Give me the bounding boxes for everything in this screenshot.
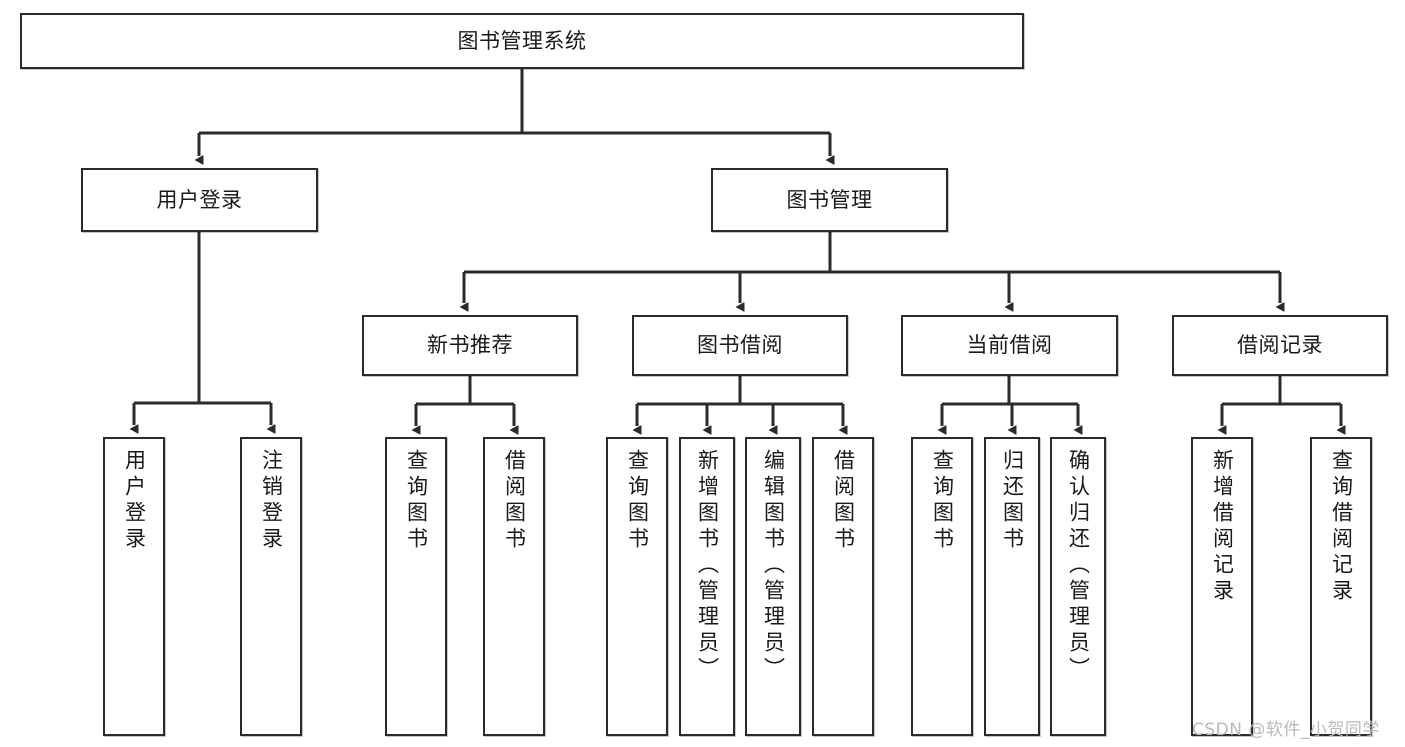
node-new-book-recommend[interactable]: 新书推荐 bbox=[362, 315, 578, 376]
node-new-book-recommend-label: 新书推荐 bbox=[427, 333, 513, 358]
node-leaf-return-book-label: 归还图书 bbox=[1000, 449, 1025, 553]
node-leaf-add-book[interactable]: 新增图书（管理员） bbox=[679, 437, 735, 736]
node-leaf-confirm-return[interactable]: 确认归还（管理员） bbox=[1050, 437, 1106, 736]
node-book-manage-label: 图书管理 bbox=[786, 187, 873, 212]
node-user-login-label: 用户登录 bbox=[156, 187, 243, 212]
node-book-borrow-label: 图书借阅 bbox=[697, 333, 783, 358]
node-current-borrow[interactable]: 当前借阅 bbox=[901, 315, 1118, 376]
node-leaf-borrow-book-2-label: 借阅图书 bbox=[831, 449, 856, 553]
node-borrow-record-label: 借阅记录 bbox=[1237, 333, 1323, 358]
node-leaf-user-login-label: 用户登录 bbox=[122, 449, 147, 553]
node-leaf-borrow-book-1[interactable]: 借阅图书 bbox=[483, 437, 545, 736]
node-leaf-logout-login-label: 注销登录 bbox=[259, 449, 284, 553]
node-leaf-logout-login[interactable]: 注销登录 bbox=[240, 437, 302, 736]
node-user-login[interactable]: 用户登录 bbox=[81, 168, 318, 232]
node-leaf-query-book-2-label: 查询图书 bbox=[625, 449, 650, 553]
node-leaf-query-book-3[interactable]: 查询图书 bbox=[911, 437, 973, 736]
node-leaf-add-record-label: 新增借阅记录 bbox=[1210, 449, 1235, 605]
node-leaf-query-record-label: 查询借阅记录 bbox=[1329, 449, 1354, 605]
node-leaf-borrow-book-1-label: 借阅图书 bbox=[502, 449, 527, 553]
node-book-borrow[interactable]: 图书借阅 bbox=[632, 315, 848, 376]
node-root-label: 图书管理系统 bbox=[457, 28, 587, 53]
node-borrow-record[interactable]: 借阅记录 bbox=[1172, 315, 1388, 376]
csdn-watermark: CSDN @软件_小贺同学 bbox=[1192, 720, 1380, 740]
node-leaf-user-login[interactable]: 用户登录 bbox=[103, 437, 165, 736]
node-leaf-query-book-1[interactable]: 查询图书 bbox=[385, 437, 447, 736]
node-leaf-query-record[interactable]: 查询借阅记录 bbox=[1310, 437, 1372, 736]
node-leaf-edit-book[interactable]: 编辑图书（管理员） bbox=[745, 437, 801, 736]
node-leaf-return-book[interactable]: 归还图书 bbox=[984, 437, 1040, 736]
node-book-manage[interactable]: 图书管理 bbox=[711, 168, 948, 232]
node-current-borrow-label: 当前借阅 bbox=[966, 333, 1053, 358]
node-leaf-confirm-return-label: 确认归还（管理员） bbox=[1066, 449, 1091, 683]
node-leaf-query-book-3-label: 查询图书 bbox=[930, 449, 955, 553]
node-root[interactable]: 图书管理系统 bbox=[20, 13, 1024, 69]
node-leaf-query-book-2[interactable]: 查询图书 bbox=[606, 437, 668, 736]
node-leaf-edit-book-label: 编辑图书（管理员） bbox=[761, 449, 786, 683]
node-leaf-borrow-book-2[interactable]: 借阅图书 bbox=[812, 437, 874, 736]
node-leaf-query-book-1-label: 查询图书 bbox=[404, 449, 429, 553]
node-leaf-add-book-label: 新增图书（管理员） bbox=[695, 449, 720, 683]
node-leaf-add-record[interactable]: 新增借阅记录 bbox=[1191, 437, 1253, 736]
